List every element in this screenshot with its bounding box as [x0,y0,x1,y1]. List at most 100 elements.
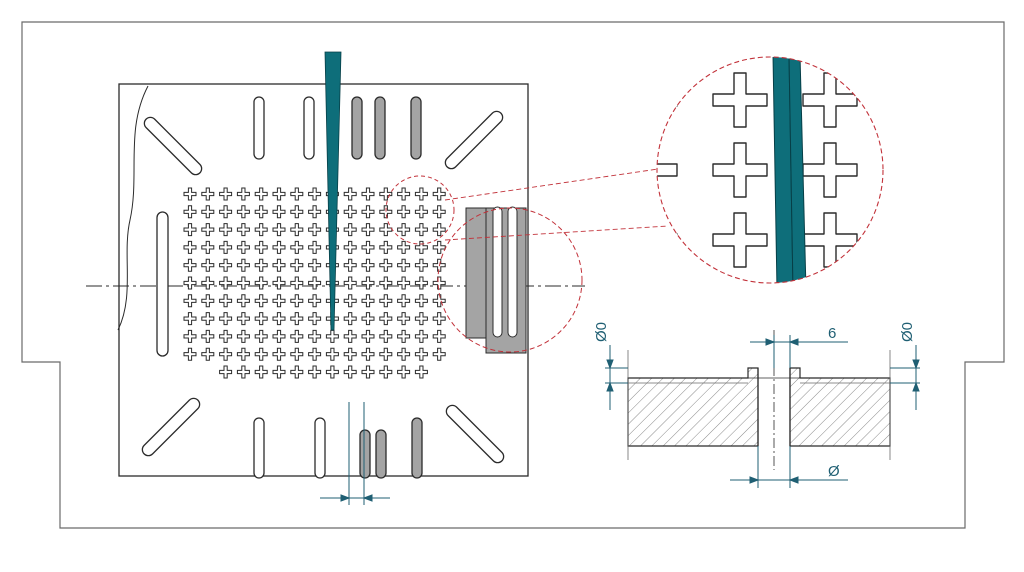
magnified-cross-hole [712,72,768,128]
magnified-boundary [656,56,884,284]
dim-right [912,345,920,410]
cross-hole [432,205,446,219]
cross-hole [219,312,233,326]
cross-hole [183,223,197,237]
cross-hole [183,240,197,254]
cross-hole [236,258,250,272]
cross-hole [254,312,268,326]
cross-hole [397,276,411,290]
cross-hole [236,240,250,254]
cross-hole [361,187,375,201]
cross-hole [201,240,215,254]
cross-hole [254,205,268,219]
dim-top [750,335,848,368]
cross-hole [379,294,393,308]
magnified-cross-hole [802,72,858,128]
cross-hole [414,294,428,308]
cross-hole [201,312,215,326]
cross-hole [414,276,428,290]
cross-hole [414,187,428,201]
cross-hole [414,205,428,219]
cross-hole [183,347,197,361]
break-line [117,85,149,331]
cross-hole [308,258,322,272]
cross-hole [308,276,322,290]
cross-hole [201,187,215,201]
cross-hole [308,240,322,254]
cross-hole [272,294,286,308]
cross-hole [183,294,197,308]
cross-hole [361,276,375,290]
cross-hole [290,258,304,272]
dim-left-label: Ø0 [593,322,610,342]
cross-hole [272,223,286,237]
cross-hole [290,276,304,290]
cross-hole [343,276,357,290]
cross-hole [236,205,250,219]
cross-hole [308,205,322,219]
cross-hole [272,205,286,219]
teal-blade [324,51,342,331]
cross-hole [379,329,393,343]
cross-hole [254,276,268,290]
cross-hole [414,258,428,272]
cross-hole [219,347,233,361]
cross-hole [414,240,428,254]
cross-hole [432,312,446,326]
cross-hole [201,276,215,290]
cross-hole [361,223,375,237]
cross-hole [290,347,304,361]
section-view [605,330,920,470]
cross-hole [219,258,233,272]
cross-hole [219,276,233,290]
cross-hole [219,205,233,219]
cross-hole [219,187,233,201]
dim-bottom-label: Ø [828,463,840,480]
cross-hole [201,347,215,361]
cross-hole [236,187,250,201]
cross-hole [183,187,197,201]
cross-hole [254,240,268,254]
cross-hole [343,347,357,361]
cross-hole [397,205,411,219]
cross-hole [272,365,286,379]
cross-hole [254,347,268,361]
cross-hole [361,312,375,326]
diagonal-slots [141,110,505,464]
cross-hole [343,365,357,379]
cross-hole [432,347,446,361]
magnified-cross-hole [712,142,768,198]
cross-hole [325,329,339,343]
cross-hole [236,312,250,326]
cross-hole [236,294,250,308]
cross-hole [343,312,357,326]
cross-hole [343,205,357,219]
cross-hole [308,329,322,343]
cross-hole [343,240,357,254]
cross-hole [414,347,428,361]
cross-hole [379,365,393,379]
cross-hole [414,329,428,343]
cross-hole [183,329,197,343]
cross-hole [379,240,393,254]
cross-hole [183,205,197,219]
cross-hole [308,187,322,201]
cross-hole [219,365,233,379]
magnified-cross-hole [657,212,678,268]
cross-hole [272,312,286,326]
cross-hole [272,347,286,361]
cross-hole [254,258,268,272]
dim-right-label: Ø0 [899,322,916,342]
cross-hole [308,223,322,237]
cross-hole [397,365,411,379]
cross-hole [272,240,286,254]
cross-hole [397,347,411,361]
cross-hole [236,276,250,290]
cross-hole [379,258,393,272]
magnified-cross-hole [712,212,768,268]
cross-hole [236,365,250,379]
cross-hole [397,258,411,272]
dim-bottom [730,446,848,488]
cross-hole [254,223,268,237]
